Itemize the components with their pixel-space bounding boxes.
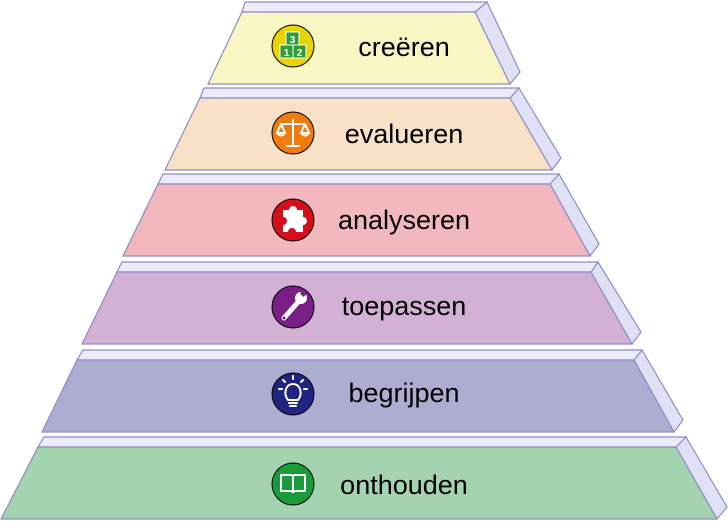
- level-label-analyze: analyseren: [338, 205, 470, 235]
- level-top: [241, 1, 489, 13]
- level-label-remember: onthouden: [340, 470, 468, 500]
- level-top: [157, 173, 561, 185]
- level-top: [116, 261, 600, 273]
- pyramid-level-evaluate: evalueren: [164, 86, 562, 172]
- svg-text:2: 2: [297, 48, 303, 59]
- level-face: [122, 183, 592, 257]
- lightbulb-icon: [271, 372, 315, 416]
- book-icon: [271, 462, 315, 506]
- level-face: [164, 97, 554, 171]
- level-top: [199, 87, 521, 99]
- wrench-icon: [271, 285, 315, 329]
- pyramid-level-apply: toepassen: [81, 260, 642, 346]
- level-face: [41, 359, 676, 433]
- level-label-evaluate: evalueren: [345, 119, 464, 149]
- level-label-create: creëren: [358, 32, 450, 62]
- level-top: [36, 436, 688, 448]
- blocks-icon: 3 1 2: [271, 24, 315, 68]
- level-label-apply: toepassen: [342, 291, 467, 321]
- puzzle-icon: [271, 198, 315, 242]
- pyramid-level-remember: onthouden: [0, 436, 728, 521]
- pyramid-level-understand: begrijpen: [41, 348, 684, 434]
- level-top: [75, 349, 644, 361]
- svg-text:1: 1: [284, 48, 290, 59]
- level-face: [81, 271, 634, 345]
- pyramid-level-create: 3 1 2 creëren: [207, 1, 521, 86]
- pyramid-level-analyze: analyseren: [122, 172, 600, 258]
- scale-icon: [271, 111, 315, 155]
- level-face: [0, 446, 719, 520]
- level-label-understand: begrijpen: [348, 378, 459, 408]
- svg-text:3: 3: [290, 35, 296, 46]
